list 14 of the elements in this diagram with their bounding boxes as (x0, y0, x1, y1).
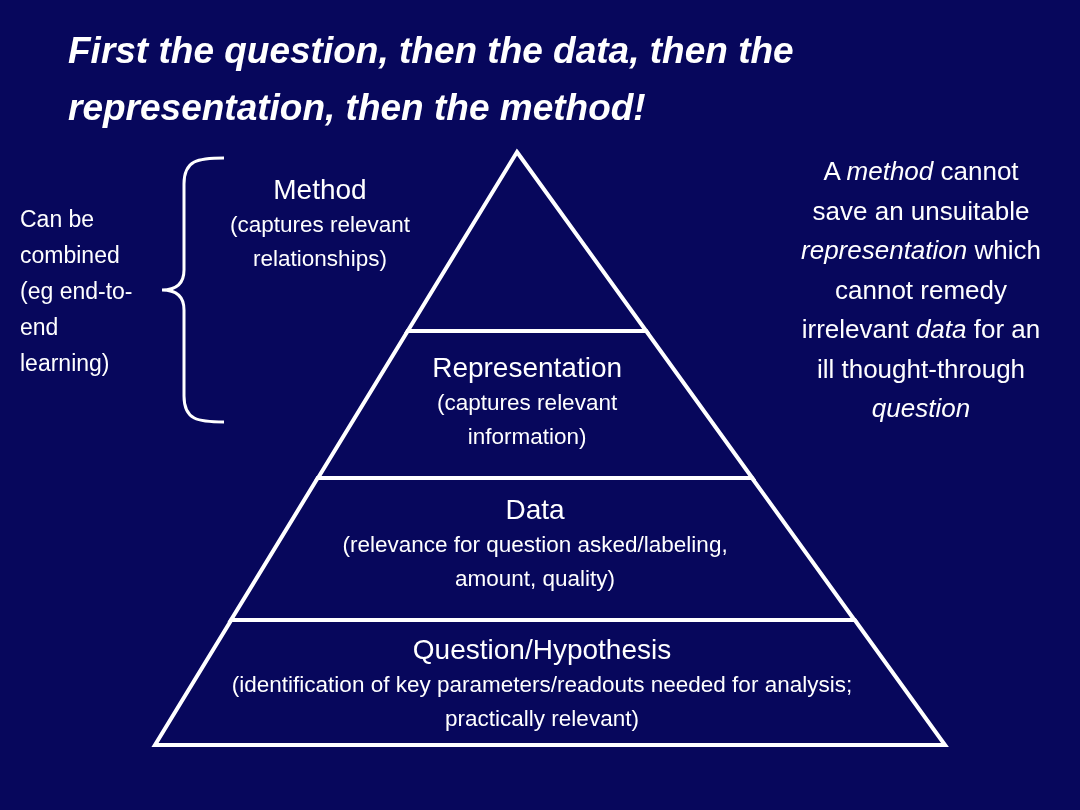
tier-heading: Data (505, 493, 565, 527)
side-note: A method cannot save an unsuitable representation which cannot remedy irrelevant data for an ill thought-through question (800, 155, 1042, 425)
tier-description: (captures relevant relationships) (228, 211, 412, 273)
tier-heading: Representation (432, 351, 623, 385)
tier-heading: Question/Hypothesis (412, 633, 672, 667)
pyramid-tier (316, 329, 755, 480)
pyramid-tier (229, 476, 857, 622)
tier-description: (relevance for question asked/labeling, amount, quality) (341, 531, 729, 593)
pyramid-tier (153, 618, 947, 747)
tier-description: (identification of key parameters/readouts needed for analysis; practically relevant) (230, 671, 854, 733)
tier-description: (captures relevant information) (436, 389, 619, 451)
side-note: Can be combined (eg end-to-end learning) (20, 205, 134, 378)
tier-heading: Method (273, 173, 367, 207)
slide-title: First the question, then the data, then the representation, then the method! (68, 29, 795, 130)
